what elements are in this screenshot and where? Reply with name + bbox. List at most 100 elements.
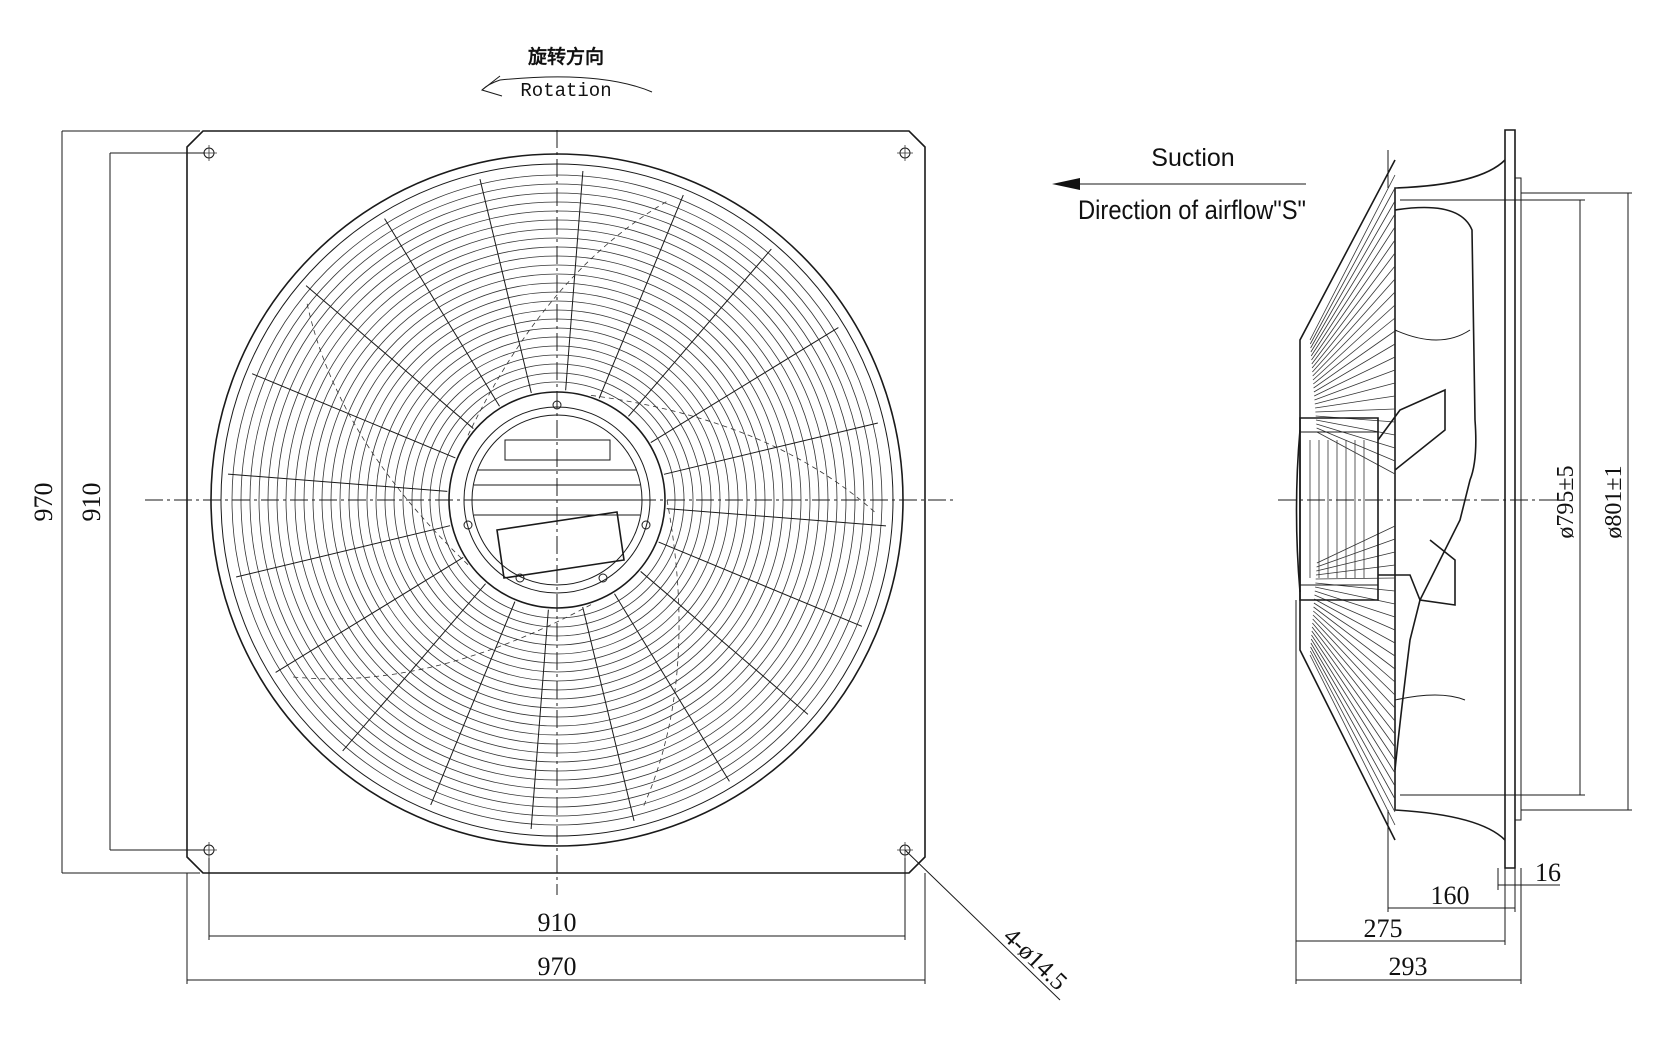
side-impeller [1394, 206, 1477, 771]
airflow-indicator: Suction Direction of airflow"S" [1052, 144, 1306, 225]
side-grille-rod [1316, 551, 1396, 572]
dim-height-inner: 910 [77, 152, 205, 851]
side-grille-rod [1309, 650, 1396, 813]
side-grille-rod [1310, 226, 1396, 357]
dim-width-outer-label: 970 [538, 952, 577, 981]
side-grille-rod [1310, 646, 1396, 800]
grille-spoke [305, 285, 474, 429]
side-grille-rod [1315, 577, 1396, 580]
grille-spoke [430, 601, 516, 806]
side-grille-rod [1314, 356, 1396, 397]
dim-diameter-inner: ø795±5 [1400, 199, 1585, 796]
terminal-box [496, 511, 625, 579]
side-grille-rod [1310, 638, 1396, 774]
side-grille-rod [1314, 598, 1396, 644]
front-view: 970 910 910 970 4-ø14.5 [29, 130, 1072, 1001]
suction-label: Suction [1151, 144, 1234, 172]
side-grille-rod [1311, 265, 1396, 369]
rotation-arrowhead [480, 75, 503, 97]
mounting-hole [897, 145, 913, 161]
hole-callout: 4-ø14.5 [904, 849, 1072, 1001]
side-motor [1299, 417, 1379, 601]
grille-spoke [628, 248, 772, 417]
fan-blades [290, 199, 877, 809]
rotation-label-en: Rotation [520, 80, 611, 102]
side-grille-rod [1310, 642, 1396, 787]
side-grille-rod [1311, 634, 1396, 761]
grille-spoke [342, 583, 486, 752]
grille-spoke [479, 179, 532, 394]
grille-spoke [650, 327, 839, 443]
grille-spoke [530, 609, 549, 830]
fan-blade [590, 394, 877, 515]
side-grille-rod [1310, 200, 1396, 349]
grille-spoke [227, 473, 448, 492]
dim-diameter-outer: ø801±1 [1521, 192, 1632, 811]
dim-depth-16-label: 16 [1535, 858, 1561, 887]
grille-spoke [251, 373, 456, 459]
side-grille-rod [1312, 614, 1396, 696]
fan-blade [290, 604, 592, 680]
dim-depth-16: 16 [1497, 858, 1561, 890]
side-grille-rod [1314, 382, 1396, 405]
dim-height-outer-label: 970 [29, 483, 58, 522]
side-grille-rod [1312, 618, 1396, 709]
direction-label: Direction of airflow"S" [1078, 195, 1306, 225]
side-grille-rod [1312, 304, 1396, 381]
grille-spoke [640, 571, 809, 715]
side-grille-rod [1313, 343, 1396, 393]
grille-spoke [275, 557, 464, 673]
rotation-indicator: 旋转方向 Rotation [480, 45, 653, 102]
dim-height-outer: 970 [29, 130, 200, 874]
fan-blade [467, 199, 670, 436]
fan-blade [306, 300, 469, 565]
side-grille-rod [1314, 369, 1396, 401]
side-grille-rod [1312, 622, 1396, 722]
dim-diameter-outer-label: ø801±1 [1601, 465, 1627, 538]
dim-depth-293: 293 [1295, 868, 1522, 984]
grille-spoke [663, 422, 878, 475]
side-grille-guard [1309, 174, 1396, 826]
side-grille-rod [1309, 654, 1396, 826]
dim-depth-160: 160 [1387, 850, 1516, 912]
side-grille-rod [1313, 602, 1396, 657]
side-grille-rod [1311, 252, 1396, 365]
side-grille-rod [1313, 606, 1396, 670]
side-grille-rod [1311, 239, 1396, 361]
side-grille-rod [1316, 427, 1396, 462]
dim-width-inner: 910 [208, 858, 906, 940]
side-grille-rod [1309, 174, 1396, 341]
side-motor-fins [1309, 440, 1365, 578]
side-grille-rod [1312, 291, 1396, 377]
side-grille-rod [1312, 278, 1396, 373]
grille-spoke [614, 593, 730, 782]
side-grille-rod [1313, 610, 1396, 683]
hole-callout-label: 4-ø14.5 [998, 923, 1072, 996]
side-grille-rod [1315, 408, 1396, 413]
grille-spoke [666, 508, 887, 527]
grille-spoke [384, 218, 500, 407]
side-view: ø795±5 ø801±1 16 160 275 [1278, 129, 1632, 984]
side-grille-rod [1314, 590, 1396, 618]
side-grille-rod [1315, 564, 1396, 576]
side-motor-cap [1295, 429, 1301, 593]
side-grille-rod [1315, 586, 1396, 605]
dim-height-inner-label: 910 [77, 483, 106, 522]
side-venturi-shroud [1394, 159, 1506, 841]
guard-grille-spokes [227, 170, 887, 830]
side-grille-rod [1310, 213, 1396, 353]
dim-depth-275-label: 275 [1364, 914, 1403, 943]
grille-spoke [658, 541, 863, 627]
dim-width-inner-label: 910 [538, 908, 577, 937]
side-grille-rod [1315, 415, 1396, 423]
dim-depth-160-label: 160 [1431, 881, 1470, 910]
dim-depth-293-label: 293 [1389, 952, 1428, 981]
side-flange [1504, 129, 1516, 869]
side-grille-rod [1315, 419, 1396, 436]
dim-width-outer: 970 [186, 873, 926, 984]
side-grille-rod [1316, 431, 1396, 475]
mounting-plate [186, 130, 926, 874]
dim-depth-275: 275 [1295, 600, 1506, 945]
side-grille-rod [1314, 594, 1396, 631]
